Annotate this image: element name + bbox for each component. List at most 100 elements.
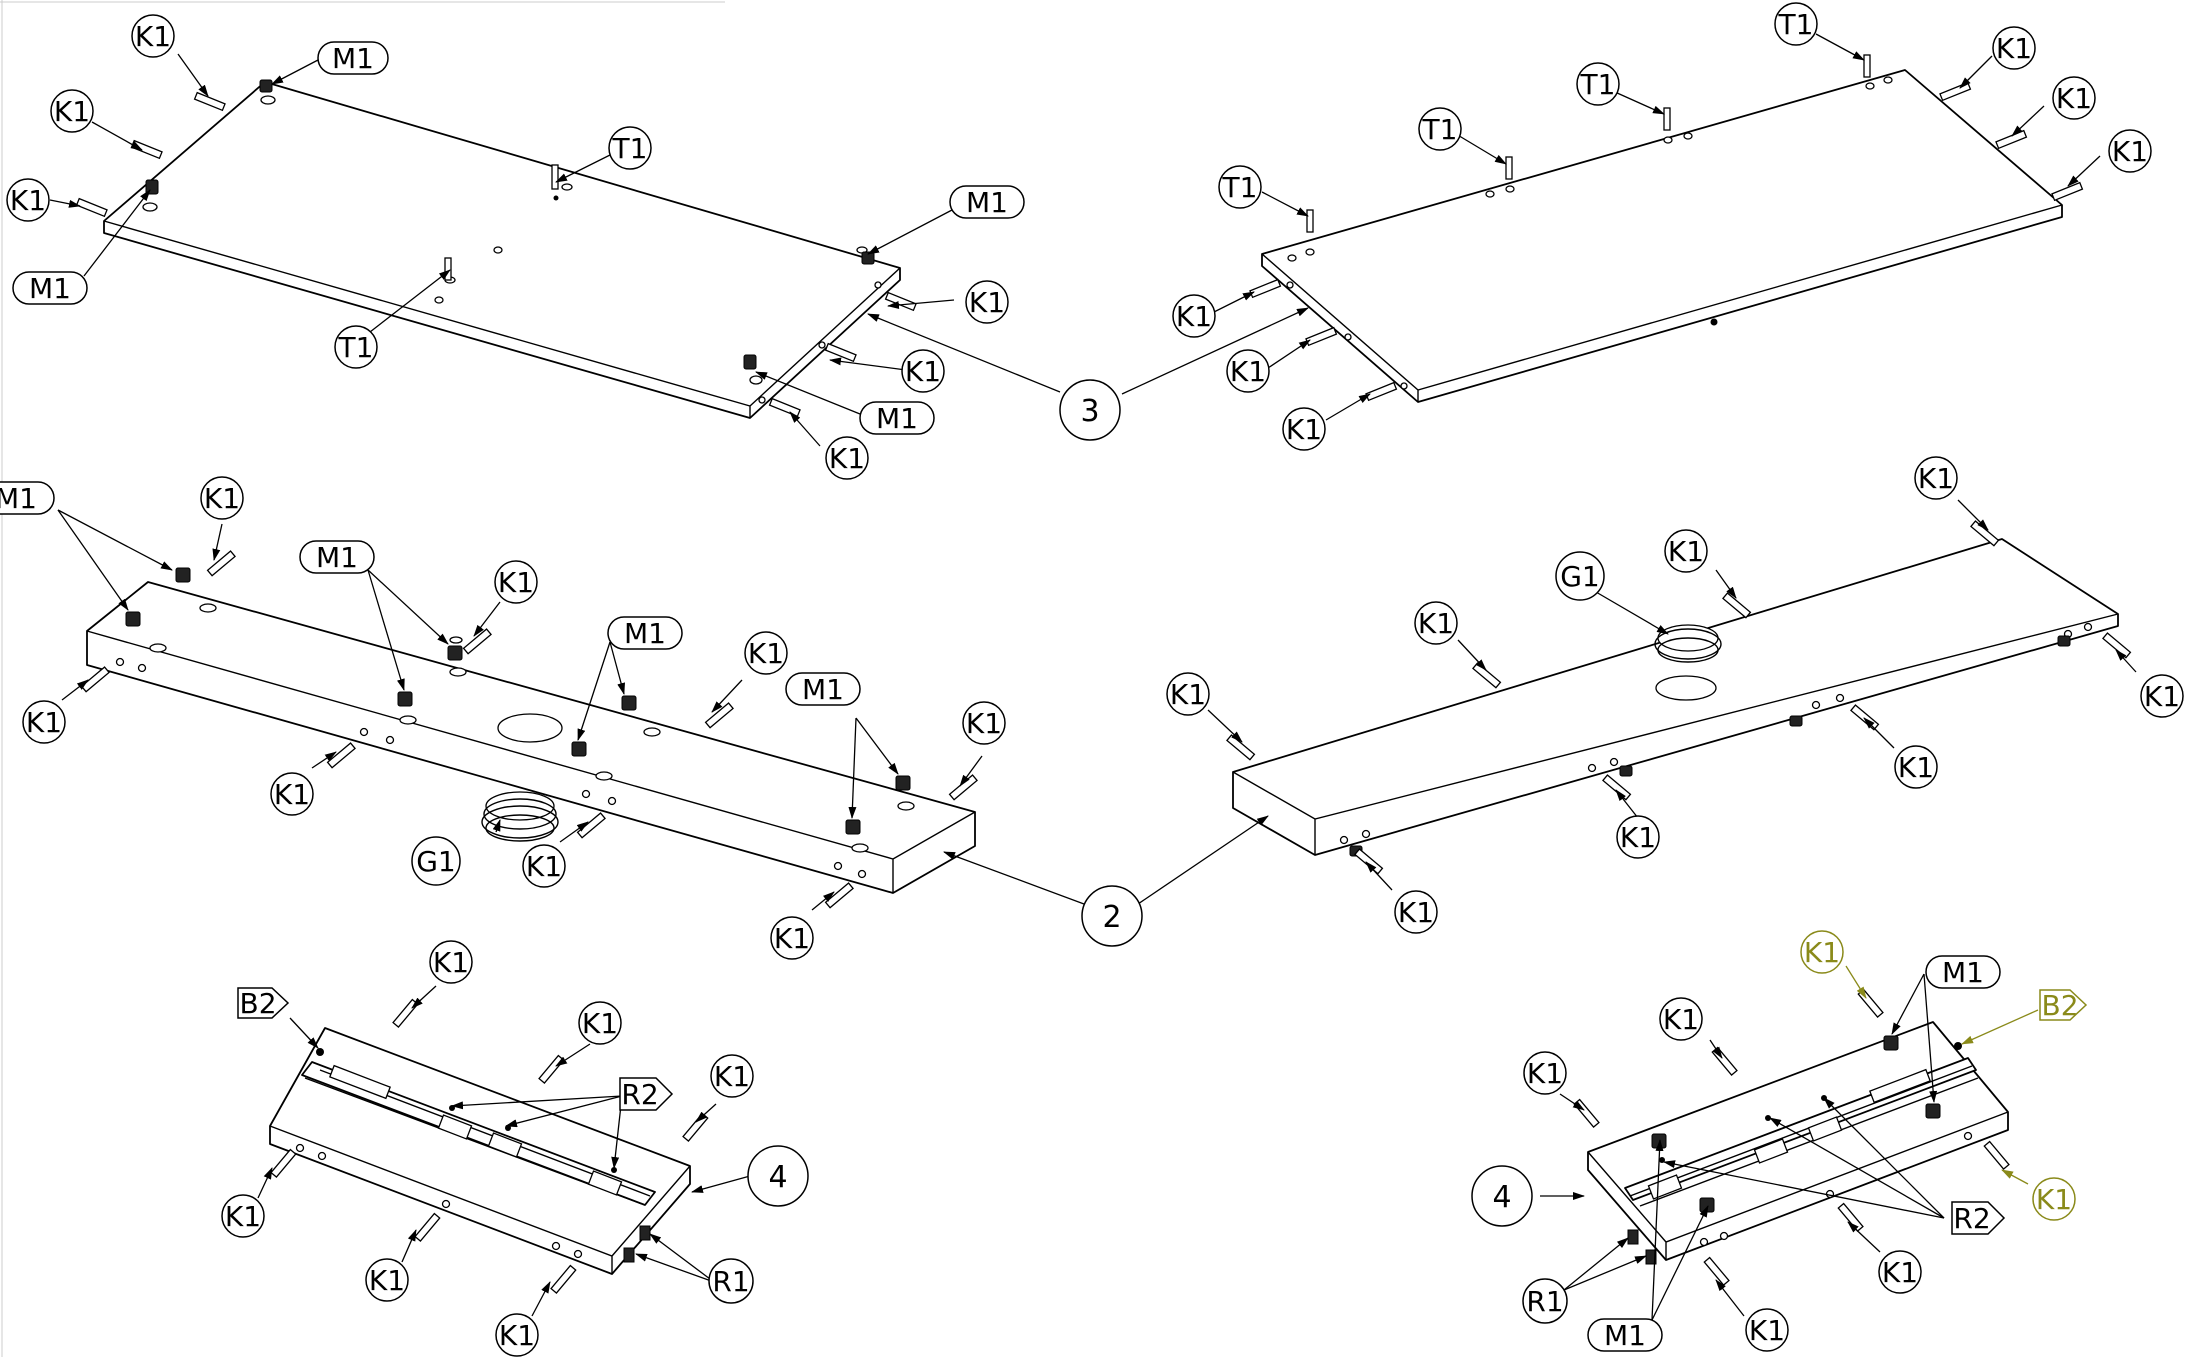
callout-g1-02: G1 <box>1555 551 1605 601</box>
callout-k1-04: K1 <box>965 280 1009 324</box>
callout-g1-01: G1 <box>411 836 461 886</box>
svg-text:K1: K1 <box>1230 355 1266 388</box>
callout-k1-36: K1 <box>1523 1051 1567 1095</box>
svg-text:R1: R1 <box>1526 1285 1563 1318</box>
svg-text:M1: M1 <box>624 617 666 650</box>
callout-k1-28: K1 <box>1394 890 1438 934</box>
callout-r1-02: R1 <box>1522 1278 1568 1324</box>
svg-text:K1: K1 <box>1620 821 1656 854</box>
callout-r2-01: R2 <box>619 1077 674 1111</box>
svg-text:K1: K1 <box>1663 1003 1699 1036</box>
callout-k1-26: K1 <box>1894 745 1938 789</box>
svg-text:T1: T1 <box>1580 68 1616 101</box>
panel-2-left <box>80 550 978 909</box>
callout-k1-06: K1 <box>825 436 869 480</box>
svg-text:B2: B2 <box>239 987 276 1020</box>
svg-text:T1: T1 <box>1422 113 1458 146</box>
svg-text:K1: K1 <box>54 95 90 128</box>
svg-text:K1: K1 <box>1749 1314 1785 1347</box>
callout-k1-05: K1 <box>901 349 945 393</box>
callout-t1-02: T1 <box>334 325 378 369</box>
callout-k1-37: K1 <box>1878 1250 1922 1294</box>
callout-k1-33: K1 <box>365 1258 409 1302</box>
callout-k1-20: K1 <box>770 916 814 960</box>
svg-text:M1: M1 <box>0 482 37 515</box>
svg-text:K1: K1 <box>274 778 310 811</box>
svg-text:K1: K1 <box>1918 462 1954 495</box>
svg-text:R2: R2 <box>1953 1202 1990 1235</box>
callout-k1-32: K1 <box>221 1194 265 1238</box>
panel-3-left <box>75 79 917 419</box>
svg-text:K1: K1 <box>748 637 784 670</box>
panel-4-left <box>269 998 709 1294</box>
callout-m1-10: M1 <box>1587 1318 1663 1352</box>
svg-text:G1: G1 <box>1560 560 1600 593</box>
callout-k1-22: K1 <box>1664 529 1708 573</box>
callout-t1-05: T1 <box>1418 107 1462 151</box>
svg-text:K1: K1 <box>969 286 1005 319</box>
svg-text:K1: K1 <box>2144 680 2180 713</box>
svg-text:3: 3 <box>1080 394 1099 429</box>
svg-text:K1: K1 <box>26 706 62 739</box>
callout-k1-highlight-1: K1 <box>1800 930 1844 974</box>
svg-text:R1: R1 <box>712 1265 749 1298</box>
callout-k1-12: K1 <box>1282 407 1326 451</box>
svg-text:K1: K1 <box>714 1060 750 1093</box>
callout-k1-23: K1 <box>1414 601 1458 645</box>
svg-text:M1: M1 <box>876 402 918 435</box>
svg-text:K1: K1 <box>1418 607 1454 640</box>
callout-m1-08: M1 <box>785 672 861 706</box>
callout-k1-35: K1 <box>1659 997 1703 1041</box>
svg-text:T1: T1 <box>1222 171 1258 204</box>
callout-b2-02: B2 <box>2039 989 2088 1022</box>
callout-k1-31: K1 <box>710 1054 754 1098</box>
svg-text:K1: K1 <box>1996 32 2032 65</box>
callout-k1-25: K1 <box>2140 674 2184 718</box>
callout-t1-01: T1 <box>608 126 652 170</box>
callout-m1-03: M1 <box>949 185 1025 219</box>
callout-m1-02: M1 <box>12 271 88 305</box>
svg-text:K1: K1 <box>2036 1183 2072 1216</box>
item-balloon-4-left: 4 <box>747 1145 809 1207</box>
callout-k1-15: K1 <box>744 631 788 675</box>
callout-r2-02: R2 <box>1951 1201 2006 1235</box>
svg-text:K1: K1 <box>498 566 534 599</box>
svg-text:K1: K1 <box>369 1264 405 1297</box>
callout-m1-04: M1 <box>859 401 935 435</box>
callout-t1-03: T1 <box>1774 2 1818 46</box>
callout-t1-04: T1 <box>1576 62 1620 106</box>
svg-text:M1: M1 <box>332 42 374 75</box>
svg-text:K1: K1 <box>829 442 865 475</box>
callout-t1-06: T1 <box>1218 165 1262 209</box>
callout-r1-01: R1 <box>708 1258 754 1304</box>
callout-k1-14: K1 <box>494 560 538 604</box>
panel-4-right <box>1573 988 2010 1286</box>
svg-text:M1: M1 <box>802 673 844 706</box>
svg-text:T1: T1 <box>1778 8 1814 41</box>
callout-k1-27: K1 <box>1616 815 1660 859</box>
leader-lines <box>49 33 2137 1321</box>
svg-text:K1: K1 <box>774 922 810 955</box>
callout-k1-09: K1 <box>2108 129 2152 173</box>
item-balloon-4-right: 4 <box>1471 1165 1533 1227</box>
callout-k1-16: K1 <box>962 701 1006 745</box>
svg-text:K1: K1 <box>1176 300 1212 333</box>
svg-text:K1: K1 <box>1170 678 1206 711</box>
svg-text:M1: M1 <box>1604 1319 1646 1352</box>
item-balloon-3: 3 <box>1059 379 1121 441</box>
svg-text:K1: K1 <box>204 482 240 515</box>
svg-text:K1: K1 <box>905 355 941 388</box>
svg-text:T1: T1 <box>612 132 648 165</box>
callout-k1-38: K1 <box>1745 1308 1789 1352</box>
svg-text:K1: K1 <box>1882 1256 1918 1289</box>
svg-text:K1: K1 <box>2112 135 2148 168</box>
svg-text:K1: K1 <box>1286 413 1322 446</box>
svg-text:K1: K1 <box>2056 82 2092 115</box>
item-balloon-2: 2 <box>1081 885 1143 947</box>
callout-k1-11: K1 <box>1226 349 1270 393</box>
callout-k1-02: K1 <box>50 89 94 133</box>
callout-k1-highlight-2: K1 <box>2032 1177 2076 1221</box>
svg-text:M1: M1 <box>29 272 71 305</box>
callout-k1-10: K1 <box>1172 294 1216 338</box>
